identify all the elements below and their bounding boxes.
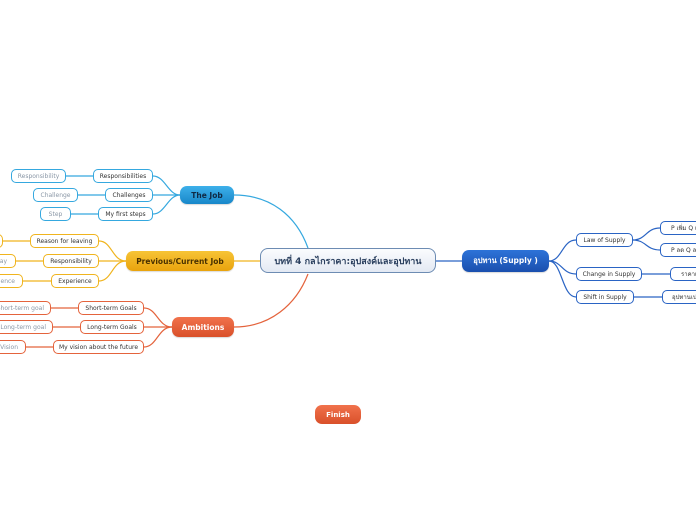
subtopic-shift-in-supply[interactable]: Shift in Supply — [576, 290, 634, 304]
link-thejob-responsibilities — [152, 175, 181, 196]
link-supply-shift — [548, 260, 577, 298]
main-topic-previous-job[interactable]: Previous/Current Job — [126, 251, 234, 271]
leaf-responsibility-prev[interactable]: ay — [0, 254, 16, 268]
link-law-leaf1 — [632, 227, 661, 241]
subtopic-reason-for-leaving[interactable]: Reason for leaving — [30, 234, 99, 248]
leaf-step[interactable]: Step — [40, 207, 71, 221]
link-supply-law — [548, 239, 577, 262]
leaf-short-term-goal[interactable]: Short-term goal — [0, 301, 51, 315]
main-topic-the-job[interactable]: The Job — [180, 186, 234, 204]
subtopic-law-of-supply[interactable]: Law of Supply — [576, 233, 633, 247]
central-topic[interactable]: บทที่ 4 กลไกราคา:อุปสงค์และอุปทาน — [260, 248, 436, 273]
main-topic-supply[interactable]: อุปทาน (Supply ) — [462, 250, 549, 272]
subtopic-change-in-supply[interactable]: Change in Supply — [576, 267, 642, 281]
leaf-challenge[interactable]: Challenge — [33, 188, 78, 202]
link-law-leaf2 — [632, 239, 661, 251]
link-central-ambitions — [233, 273, 309, 328]
leaf-price-up-quantity-up[interactable]: P เพิ่ม Q เพิ่ม — [660, 221, 696, 235]
subtopic-first-steps[interactable]: My first steps — [98, 207, 153, 221]
leaf-long-term-goal[interactable]: Long-term goal — [0, 320, 53, 334]
subtopic-short-term-goals[interactable]: Short-term Goals — [78, 301, 144, 315]
leaf-responsibility[interactable]: Responsibility — [11, 169, 66, 183]
leaf-experience[interactable]: ience — [0, 274, 23, 288]
subtopic-challenges[interactable]: Challenges — [105, 188, 153, 202]
link-previous-reason — [98, 240, 127, 262]
leaf-vision[interactable]: Vision — [0, 340, 26, 354]
floating-topic-finish[interactable]: Finish — [315, 405, 361, 424]
link-previous-experience — [98, 260, 127, 282]
subtopic-vision[interactable]: My vision about the future — [53, 340, 144, 354]
subtopic-responsibility[interactable]: Responsibility — [43, 254, 99, 268]
link-thejob-steps — [152, 194, 181, 215]
main-topic-ambitions[interactable]: Ambitions — [172, 317, 234, 337]
link-central-the-job — [233, 194, 309, 249]
subtopic-long-term-goals[interactable]: Long-term Goals — [80, 320, 144, 334]
link-ambitions-vision — [143, 326, 173, 348]
subtopic-responsibilities[interactable]: Responsibilities — [93, 169, 153, 183]
leaf-price-change[interactable]: ราคาเปลี่ยน — [670, 267, 696, 281]
link-ambitions-short — [143, 307, 173, 328]
subtopic-experience[interactable]: Experience — [51, 274, 99, 288]
leaf-price-down-quantity-down[interactable]: P ลด Q ลด — [660, 243, 696, 257]
leaf-supply-change[interactable]: อุปทานเปลี่ยน — [662, 290, 696, 304]
